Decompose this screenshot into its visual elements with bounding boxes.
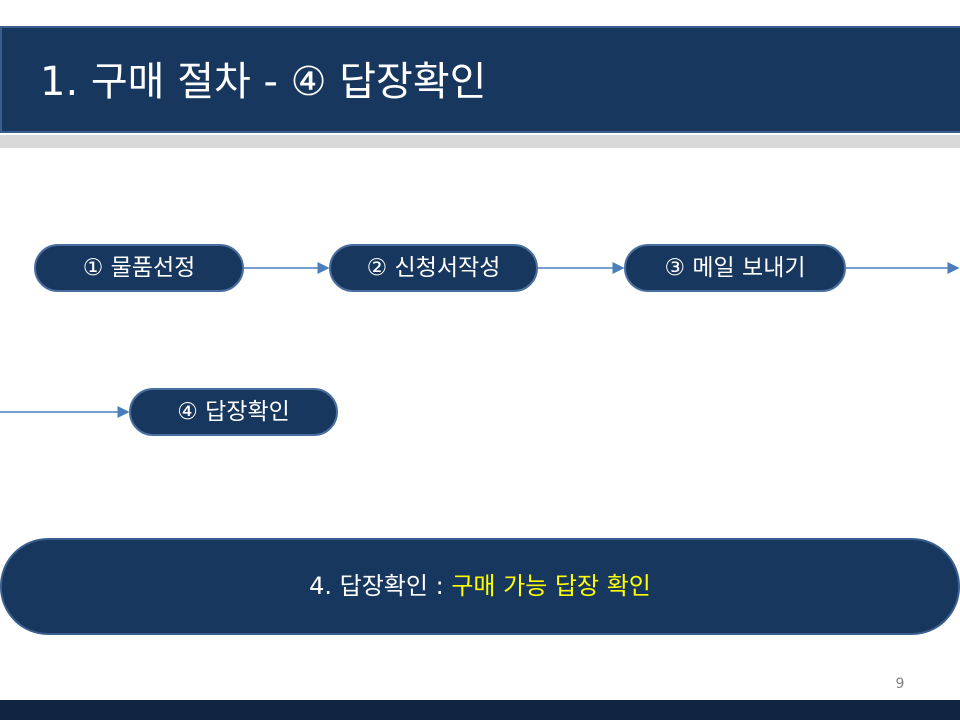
title-bar — [0, 26, 960, 133]
summary-prefix: 4. 답장확인 : — [309, 572, 452, 600]
page-number: 9 — [895, 676, 905, 692]
summary-highlight: 구매 가능 답장 확인 — [451, 572, 651, 600]
footer-bar — [0, 700, 960, 720]
step-1: ① 물품선정 — [34, 244, 244, 292]
summary-box: 4. 답장확인 : 구매 가능 답장 확인 — [0, 538, 960, 635]
title-shadow — [0, 135, 960, 148]
step-2: ② 신청서작성 — [329, 244, 538, 292]
step-4: ④ 답장확인 — [129, 388, 338, 436]
step-3: ③ 메일 보내기 — [624, 244, 846, 292]
slide-title: 1. 구매 절차 - ④ 답장확인 — [40, 59, 487, 105]
